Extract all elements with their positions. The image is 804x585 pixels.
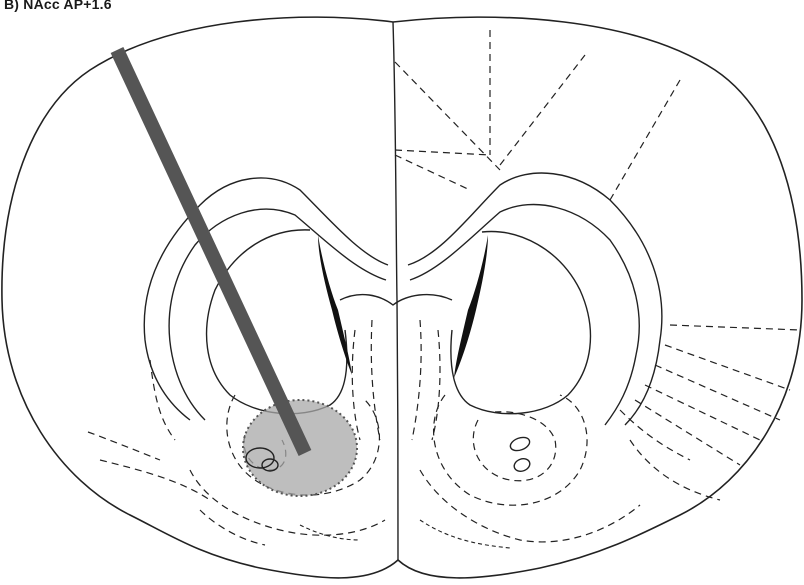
brain-outline	[2, 17, 802, 578]
